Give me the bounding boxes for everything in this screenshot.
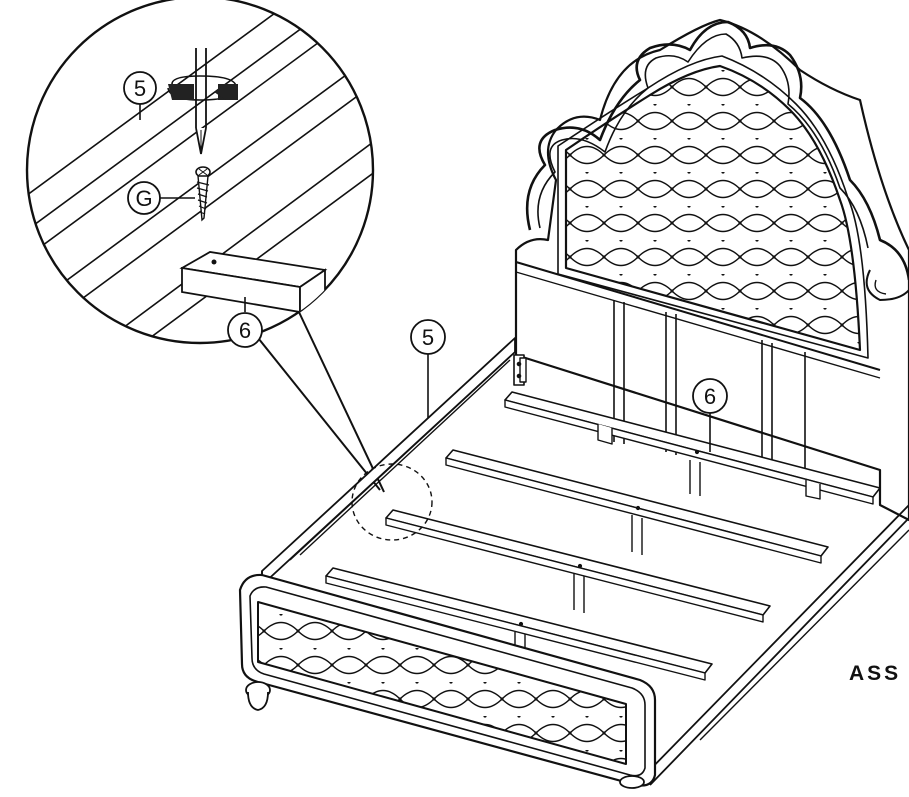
pointer-line-right xyxy=(297,309,385,493)
footboard xyxy=(238,573,657,789)
label-circle-slat-main xyxy=(692,378,728,414)
detail-rail xyxy=(27,0,373,343)
label-circle-rail-main xyxy=(410,319,446,355)
label-rail-detail: 5 xyxy=(134,76,146,101)
label-screw: G xyxy=(135,186,152,211)
slats xyxy=(325,391,881,681)
label-circle-slat-detail xyxy=(227,312,263,348)
main-labels: 5 6 xyxy=(410,319,728,452)
label-slat-detail: 6 xyxy=(239,318,251,343)
detail-callout: 5 G 6 xyxy=(25,0,385,493)
label-circle-screw xyxy=(127,181,161,215)
detail-ring xyxy=(351,463,433,541)
detail-contents xyxy=(27,0,373,343)
rotation-arrow-icon xyxy=(167,75,238,101)
label-slat-main: 6 xyxy=(704,384,716,409)
detail-slat xyxy=(179,251,328,314)
screwdriver-icon xyxy=(195,48,207,155)
bed-frame xyxy=(238,18,909,789)
right-rail xyxy=(639,504,909,786)
label-rail-main: 5 xyxy=(422,325,434,350)
corner-heading-fragment: ASS xyxy=(849,662,902,685)
headboard xyxy=(514,18,909,522)
label-circle-rail-detail xyxy=(123,71,157,105)
bracket-icon xyxy=(513,354,527,386)
wood-screw-icon xyxy=(195,166,211,222)
